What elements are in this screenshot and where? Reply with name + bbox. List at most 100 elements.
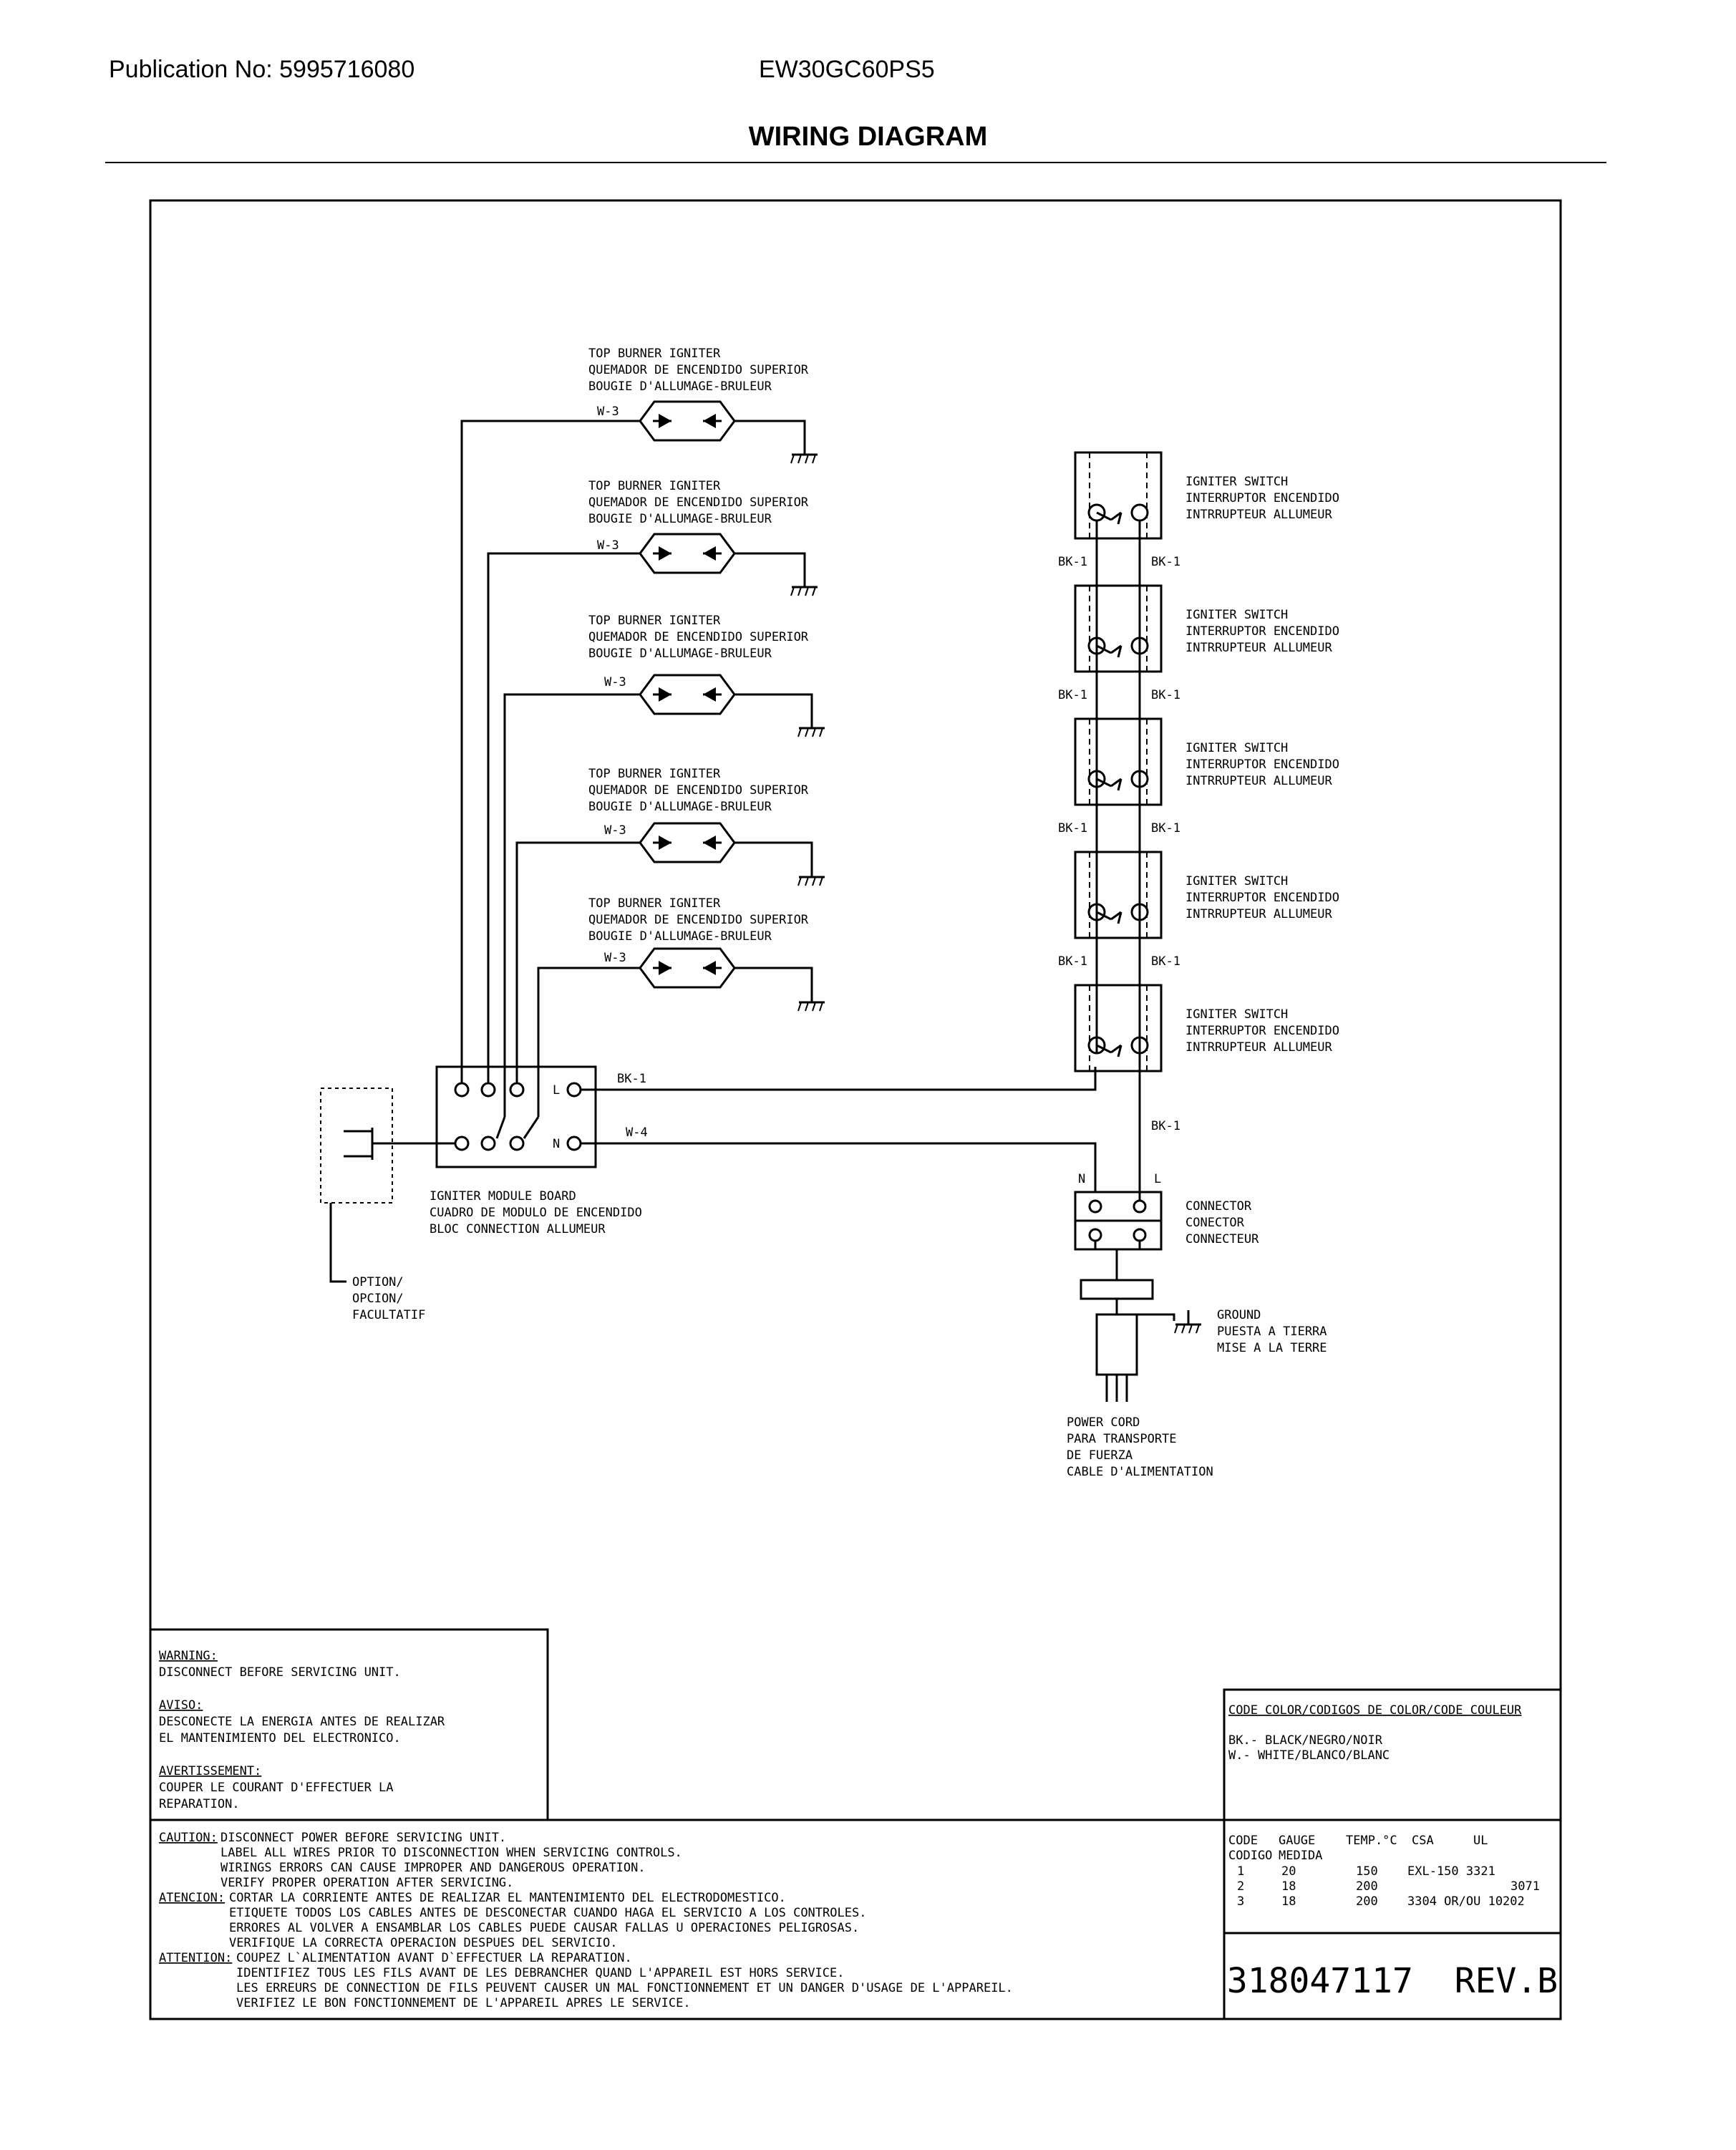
part-number: 318047117 REV.B — [1227, 1961, 1558, 2001]
igniter-5-label-en: TOP BURNER IGNITER — [588, 896, 721, 911]
supply-wire: BK-1 — [1151, 1119, 1180, 1133]
module-label-es: CUADRO DE MODULO DE ENCENDIDO — [430, 1206, 642, 1220]
publication-number: Publication No: 5995716080 — [109, 56, 415, 83]
gauge-row-2-temp: 200 — [1356, 1879, 1378, 1894]
option-label-en: OPTION/ — [352, 1275, 404, 1289]
switch-3-label-fr: INTRRUPTEUR ALLUMEUR — [1185, 774, 1332, 788]
gauge-row-1-csa: EXL-150 3321 — [1407, 1864, 1495, 1879]
attention-line-3: LES ERREURS DE CONNECTION DE FILS PEUVEN… — [236, 1981, 1013, 1995]
module-wire-n: W-4 — [626, 1125, 648, 1140]
gauge-header-medida: MEDIDA — [1279, 1849, 1322, 1863]
igniter-4: TOP BURNER IGNITER QUEMADOR DE ENCENDIDO… — [588, 767, 826, 887]
gauge-row-1-code: 1 — [1237, 1864, 1244, 1879]
page-title: WIRING DIAGRAM — [748, 122, 988, 152]
caution-line-3: WIRINGS ERRORS CAN CAUSE IMPROPER AND DA… — [220, 1861, 646, 1875]
igniter-1-label-en: TOP BURNER IGNITER — [588, 347, 721, 361]
switch-chain-wires — [1095, 520, 1141, 1206]
option-label-fr: FACULTATIF — [352, 1308, 425, 1322]
power-cord: GROUND PUESTA A TIERRA MISE A LA TERRE P… — [1067, 1249, 1327, 1479]
module-wire-l: BK-1 — [617, 1072, 646, 1086]
igniter-switch-1: IGNITER SWITCH INTERRUPTOR ENCENDIDO INT… — [1058, 451, 1339, 569]
switch-5-label-fr: INTRRUPTEUR ALLUMEUR — [1185, 1040, 1332, 1055]
avertissement-heading: AVERTISSEMENT: — [159, 1764, 261, 1778]
title-rule — [105, 162, 1606, 163]
gauge-table: CODE GAUGE TEMP.°C CSA UL CODIGO MEDIDA … — [1223, 1819, 1562, 1934]
igniter-switch-2: IGNITER SWITCH INTERRUPTOR ENCENDIDO INT… — [1058, 584, 1339, 702]
igniter-2-label-en: TOP BURNER IGNITER — [588, 479, 721, 493]
igniter-2-ground-icon — [790, 571, 819, 597]
gauge-row-2-code: 2 — [1237, 1879, 1244, 1894]
igniter-feed-wires — [460, 420, 640, 1083]
gauge-row-1-gauge: 20 — [1281, 1864, 1296, 1879]
igniter-1-ground-icon — [790, 439, 819, 465]
switch-5-label-es: INTERRUPTOR ENCENDIDO — [1185, 1024, 1339, 1038]
warning-text: DISCONNECT BEFORE SERVICING UNIT. — [159, 1665, 401, 1680]
caution-line-2: LABEL ALL WIRES PRIOR TO DISCONNECTION W… — [220, 1846, 682, 1860]
igniter-1-symbol — [639, 400, 736, 442]
switch-3-wire-left: BK-1 — [1058, 821, 1087, 836]
igniter-4-wire: W-3 — [604, 823, 626, 838]
power-cord-label-4: CABLE D'ALIMENTATION — [1067, 1465, 1213, 1479]
switch-4-label-es: INTERRUPTOR ENCENDIDO — [1185, 891, 1339, 905]
igniter-4-symbol — [639, 822, 736, 863]
igniter-4-ground-icon — [797, 861, 826, 887]
switch-1-label-fr: INTRRUPTEUR ALLUMEUR — [1185, 508, 1332, 522]
switch-2-label-es: INTERRUPTOR ENCENDIDO — [1185, 624, 1339, 639]
power-cord-label-3: DE FUERZA — [1067, 1448, 1133, 1463]
module-label-en: IGNITER MODULE BOARD — [430, 1189, 576, 1204]
part-number-box: 318047117 REV.B — [1223, 1932, 1562, 2020]
switch-1-wire-left: BK-1 — [1058, 555, 1087, 569]
atencion-heading: ATENCION: — [159, 1891, 225, 1905]
atencion-line-2: ETIQUETE TODOS LOS CABLES ANTES DE DESCO… — [229, 1906, 866, 1920]
gauge-row-2-gauge: 18 — [1281, 1879, 1296, 1894]
atencion-line-1: CORTAR LA CORRIENTE ANTES DE REALIZAR EL… — [229, 1891, 786, 1905]
igniter-2-label-fr: BOUGIE D'ALLUMAGE-BRULEUR — [588, 512, 772, 526]
switch-3-wire-right: BK-1 — [1151, 821, 1180, 836]
igniter-1: TOP BURNER IGNITER QUEMADOR DE ENCENDIDO… — [588, 347, 819, 465]
color-code-w: W.- WHITE/BLANCO/BLANC — [1228, 1748, 1390, 1763]
connector-label-es: CONECTOR — [1185, 1216, 1245, 1230]
connector-label-en: CONNECTOR — [1185, 1199, 1252, 1214]
module-terminal-l: L — [553, 1083, 560, 1098]
option-label-es: OPCION/ — [352, 1292, 404, 1306]
connector: CONNECTOR CONECTOR CONNECTEUR — [1074, 1191, 1259, 1251]
gauge-header-codigo: CODIGO — [1228, 1849, 1272, 1863]
igniter-switch-5: IGNITER SWITCH INTERRUPTOR ENCENDIDO INT… — [1074, 984, 1339, 1072]
switch-1-wire-right: BK-1 — [1151, 555, 1180, 569]
switch-4-wire-left: BK-1 — [1058, 954, 1087, 969]
igniter-5-label-es: QUEMADOR DE ENCENDIDO SUPERIOR — [588, 913, 809, 927]
igniter-3-ground-icon — [797, 712, 826, 738]
igniter-1-label-fr: BOUGIE D'ALLUMAGE-BRULEUR — [588, 379, 772, 394]
igniter-3: TOP BURNER IGNITER QUEMADOR DE ENCENDIDO… — [588, 614, 826, 738]
igniter-3-symbol — [639, 674, 736, 715]
igniter-3-ground-wire — [734, 693, 813, 725]
igniter-2-wire: W-3 — [597, 538, 619, 553]
power-cord-label-2: PARA TRANSPORTE — [1067, 1432, 1177, 1446]
igniter-3-label-fr: BOUGIE D'ALLUMAGE-BRULEUR — [588, 647, 772, 661]
aviso-text-2: EL MANTENIMIENTO DEL ELECTRONICO. — [159, 1731, 401, 1745]
switch-1-label-en: IGNITER SWITCH — [1185, 475, 1288, 489]
attention-line-2: IDENTIFIEZ TOUS LES FILS AVANT DE LES DE… — [236, 1966, 845, 1980]
igniter-4-label-en: TOP BURNER IGNITER — [588, 767, 721, 781]
attention-heading: ATTENTION: — [159, 1951, 232, 1965]
color-code-title: CODE COLOR/CODIGOS DE COLOR/CODE COULEUR — [1228, 1703, 1522, 1718]
gauge-row-3-csa: 3304 OR/OU 10202 — [1407, 1894, 1525, 1909]
igniter-5-ground-icon — [797, 987, 826, 1012]
igniter-switch-4: IGNITER SWITCH INTERRUPTOR ENCENDIDO INT… — [1058, 851, 1339, 969]
switch-1-label-es: INTERRUPTOR ENCENDIDO — [1185, 491, 1339, 505]
attention-line-4: VERIFIEZ LE BON FONCTIONNEMENT DE L'APPA… — [236, 1996, 691, 2010]
switch-4-label-fr: INTRRUPTEUR ALLUMEUR — [1185, 907, 1332, 921]
igniter-1-ground-wire — [734, 420, 806, 451]
module-terminal-n: N — [553, 1137, 560, 1151]
aviso-heading: AVISO: — [159, 1698, 203, 1713]
igniter-5: TOP BURNER IGNITER QUEMADOR DE ENCENDIDO… — [588, 896, 826, 1012]
caution-heading: CAUTION: — [159, 1831, 218, 1845]
switch-5-label-en: IGNITER SWITCH — [1185, 1007, 1288, 1022]
atencion-line-4: VERIFIQUE LA CORRECTA OPERACION DESPUES … — [229, 1936, 617, 1950]
atencion-line-3: ERRORES AL VOLVER A ENSAMBLAR LOS CABLES… — [229, 1921, 859, 1935]
connector-label-fr: CONNECTEUR — [1185, 1232, 1259, 1246]
igniter-5-symbol — [639, 947, 736, 989]
igniter-3-wire: W-3 — [604, 675, 626, 689]
igniter-4-ground-wire — [734, 841, 813, 873]
gauge-row-3-code: 3 — [1237, 1894, 1244, 1909]
